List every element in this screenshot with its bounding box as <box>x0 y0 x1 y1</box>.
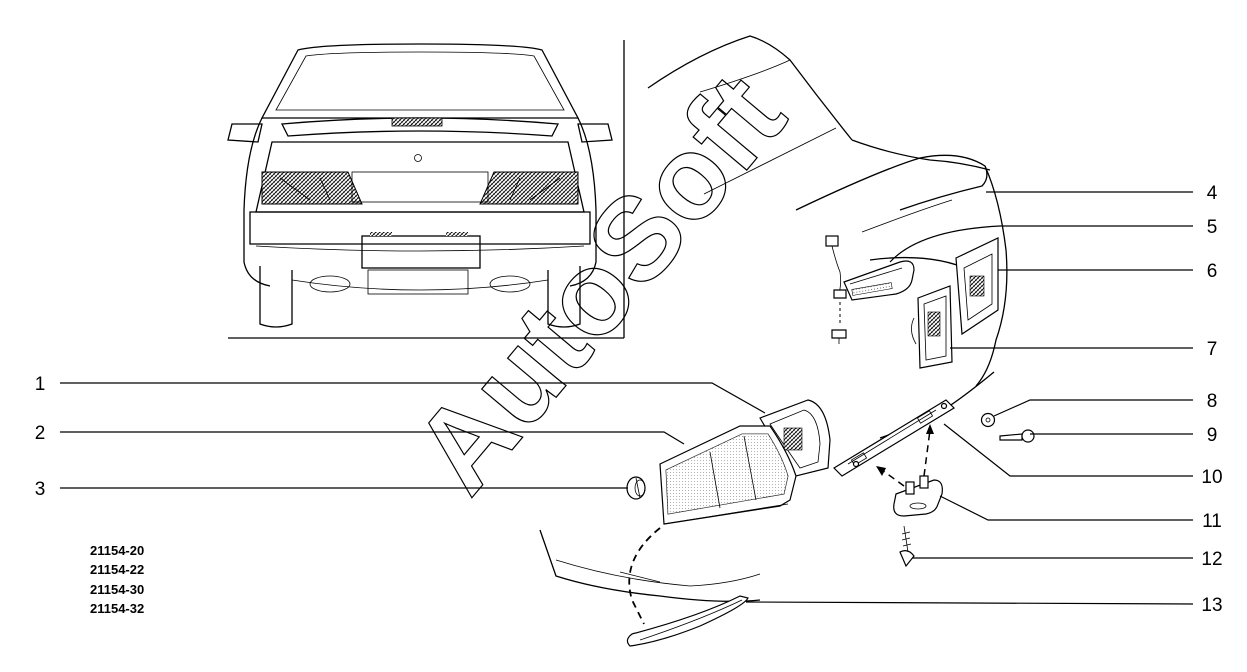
license-lamp-bracket <box>833 399 955 477</box>
trim-strip <box>626 595 749 647</box>
callout-3: 3 <box>35 479 46 500</box>
callout-7: 7 <box>1207 339 1218 360</box>
assembly-path <box>628 527 661 625</box>
callout-1: 1 <box>35 374 46 395</box>
callout-13: 13 <box>1201 595 1222 616</box>
leader-lines <box>60 191 1194 605</box>
callout-4: 4 <box>1207 183 1218 204</box>
model-code: 21154-20 <box>90 543 144 558</box>
high-stop-lamp <box>825 235 915 301</box>
callout-6: 6 <box>1207 261 1218 282</box>
rear-lamp-inner <box>911 285 953 369</box>
callout-10: 10 <box>1201 467 1222 488</box>
rear-view-inset <box>227 40 625 339</box>
model-code: 21154-22 <box>90 562 144 577</box>
model-code: 21154-30 <box>90 582 144 597</box>
callout-12: 12 <box>1201 549 1222 570</box>
callout-9: 9 <box>1207 425 1218 446</box>
license-plate-lamp <box>876 424 943 517</box>
washer <box>980 412 996 428</box>
model-code: 21154-32 <box>90 601 144 616</box>
grommet <box>626 476 646 500</box>
lamp-screw <box>831 302 847 344</box>
callout-2: 2 <box>35 423 46 444</box>
lamp-screw-small <box>999 429 1035 443</box>
callout-5: 5 <box>1207 217 1218 238</box>
rear-lamp-outer <box>955 237 999 336</box>
tail-lamp-inner-section <box>759 399 831 477</box>
callout-8: 8 <box>1207 391 1218 412</box>
callout-11: 11 <box>1202 511 1222 532</box>
lamp-mounting-screw <box>899 525 915 568</box>
tail-lamp-assembly <box>659 425 797 525</box>
